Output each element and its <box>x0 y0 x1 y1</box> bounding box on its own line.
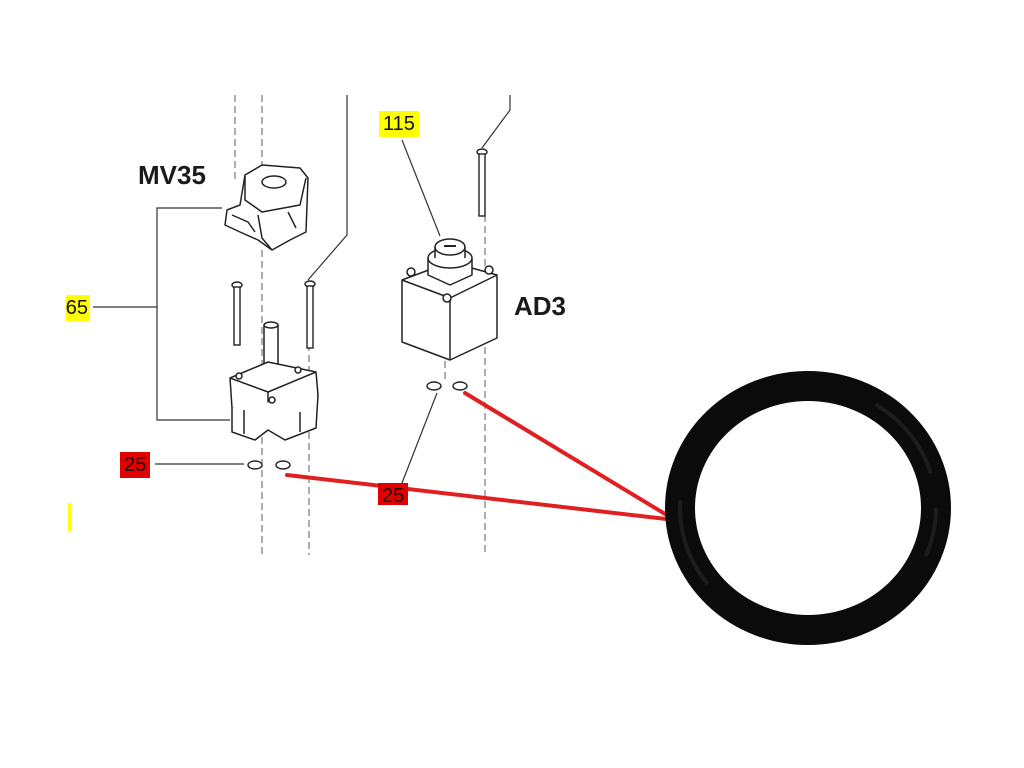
callout-seal-right: 25 <box>378 483 409 505</box>
callout-top-number: 115 <box>379 111 419 137</box>
solenoid-coil <box>224 164 309 251</box>
o-ring-photo <box>665 371 951 645</box>
valve-code-label: AD3 <box>514 291 567 321</box>
callout-left-number-text: 65 <box>66 297 88 319</box>
screw-top-right <box>476 148 488 217</box>
valve-name-label: MV35 <box>138 160 206 190</box>
callout-seal-left: 25 <box>120 452 151 478</box>
red-pointer-lines <box>285 391 677 522</box>
screw-left <box>231 281 243 346</box>
valve-body <box>229 321 319 441</box>
edge-marker <box>68 503 71 531</box>
small-o-rings <box>247 381 468 470</box>
ad3-block <box>401 238 498 361</box>
callout-left-number: 65 <box>66 295 90 321</box>
screw-right <box>304 280 316 349</box>
leader-lines <box>93 95 511 484</box>
screws <box>231 148 488 349</box>
